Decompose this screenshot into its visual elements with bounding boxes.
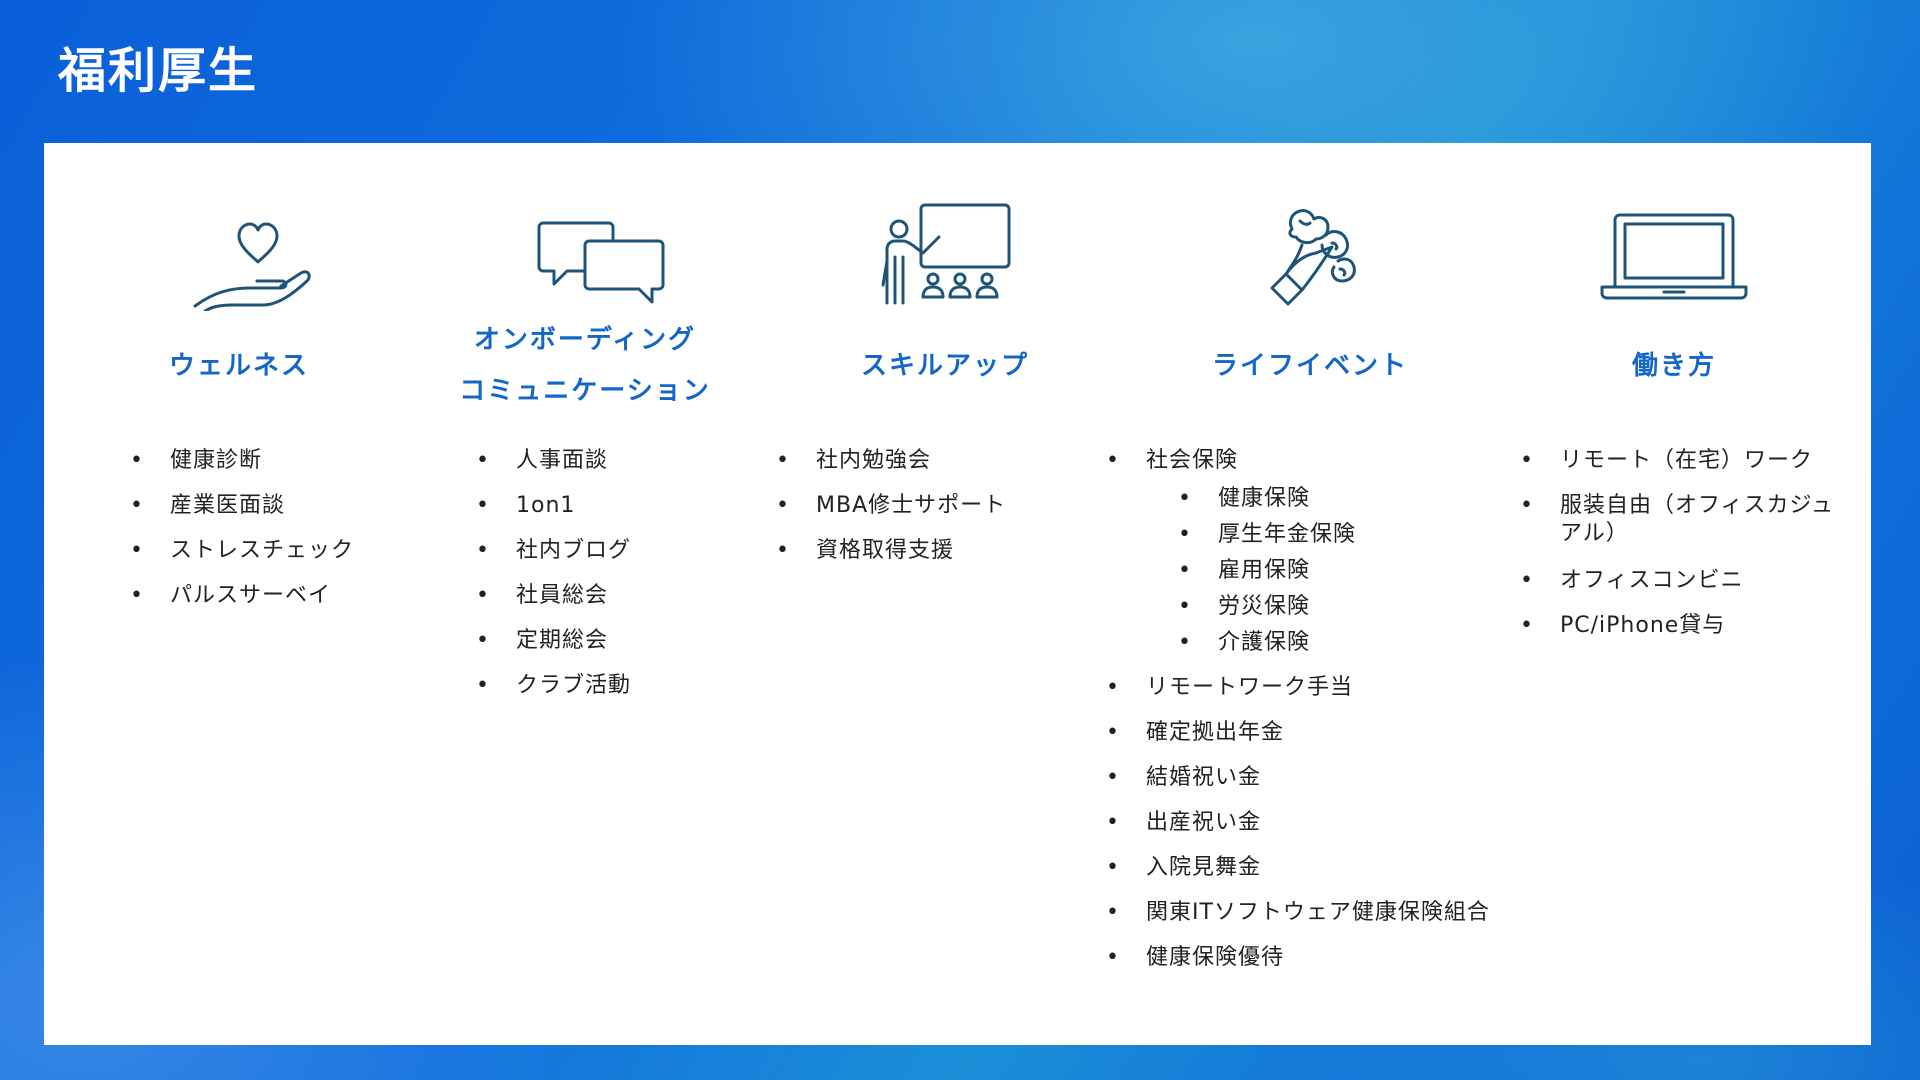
list-item: 服装自由（オフィスカジュアル） <box>1514 488 1844 554</box>
benefit-list: リモート（在宅）ワーク 服装自由（オフィスカジュアル） オフィスコンビニ PC/… <box>1514 443 1844 653</box>
column-title-line: オンボーディング <box>473 325 697 355</box>
column-title: 働き方 <box>1514 311 1834 421</box>
column-title: オンボーディング コミュニケーション <box>430 311 740 421</box>
list-item: 関東ITソフトウェア健康保険組合 <box>1100 895 1540 931</box>
list-item: 健康保険優待 <box>1100 940 1540 976</box>
list-item: 社員総会 <box>470 578 730 614</box>
list-item: 資格取得支援 <box>770 533 1120 569</box>
list-item: 1on1 <box>470 488 730 524</box>
sub-list: 健康保険 厚生年金保険 雇用保険 労災保険 介護保険 <box>1100 481 1540 661</box>
benefit-list: 社内勉強会 MBA修士サポート 資格取得支援 <box>770 443 1120 578</box>
heart-hand-icon <box>84 195 394 311</box>
list-item: 社内ブログ <box>470 533 730 569</box>
list-item: 社内勉強会 <box>770 443 1120 479</box>
list-item: MBA修士サポート <box>770 488 1120 524</box>
column-title: ウェルネス <box>84 311 394 421</box>
list-item: パルスサーベイ <box>124 578 384 614</box>
column-title: ライフイベント <box>1100 311 1520 421</box>
list-item: 産業医面談 <box>124 488 384 524</box>
content-panel: ウェルネス 健康診断 産業医面談 ストレスチェック パルスサーベイ オンボーディ… <box>44 143 1871 1045</box>
list-item: 定期総会 <box>470 623 730 659</box>
benefit-list: 社会保険 健康保険 厚生年金保険 雇用保険 労災保険 介護保険 リモートワーク手… <box>1100 443 1540 985</box>
list-item-label: 社会保険 <box>1146 448 1239 473</box>
sub-list-item: 労災保険 <box>1100 589 1540 625</box>
laptop-icon <box>1514 195 1834 311</box>
list-item: 健康診断 <box>124 443 384 479</box>
sub-list-item: 健康保険 <box>1100 481 1540 517</box>
list-item: リモートワーク手当 <box>1100 670 1540 706</box>
chat-bubbles-icon <box>430 195 740 311</box>
list-item: オフィスコンビニ <box>1514 563 1844 599</box>
list-item: 入院見舞金 <box>1100 850 1540 886</box>
column-title-line: コミュニケーション <box>459 376 711 406</box>
sub-list-item: 雇用保険 <box>1100 553 1540 589</box>
column-title-line: 働き方 <box>1631 350 1716 381</box>
list-item: 社会保険 健康保険 厚生年金保険 雇用保険 労災保険 介護保険 <box>1100 443 1540 661</box>
column-title-line: スキルアップ <box>860 350 1029 381</box>
list-item: 出産祝い金 <box>1100 805 1540 841</box>
list-item: 人事面談 <box>470 443 730 479</box>
bouquet-icon <box>1100 195 1520 311</box>
list-item: 確定拠出年金 <box>1100 715 1540 751</box>
list-item: クラブ活動 <box>470 668 730 704</box>
column-title-line: ウェルネス <box>168 350 309 381</box>
list-item: 結婚祝い金 <box>1100 760 1540 796</box>
sub-list-item: 介護保険 <box>1100 625 1540 661</box>
benefit-list: 健康診断 産業医面談 ストレスチェック パルスサーベイ <box>124 443 384 623</box>
list-item: リモート（在宅）ワーク <box>1514 443 1844 479</box>
column-title: スキルアップ <box>770 311 1120 421</box>
column-title-line: ライフイベント <box>1211 350 1408 381</box>
list-item: ストレスチェック <box>124 533 384 569</box>
sub-list-item: 厚生年金保険 <box>1100 517 1540 553</box>
benefit-list: 人事面談 1on1 社内ブログ 社員総会 定期総会 クラブ活動 <box>470 443 730 713</box>
presentation-icon <box>770 195 1120 311</box>
page-title: 福利厚生 <box>58 43 259 99</box>
list-item: PC/iPhone貸与 <box>1514 608 1844 644</box>
